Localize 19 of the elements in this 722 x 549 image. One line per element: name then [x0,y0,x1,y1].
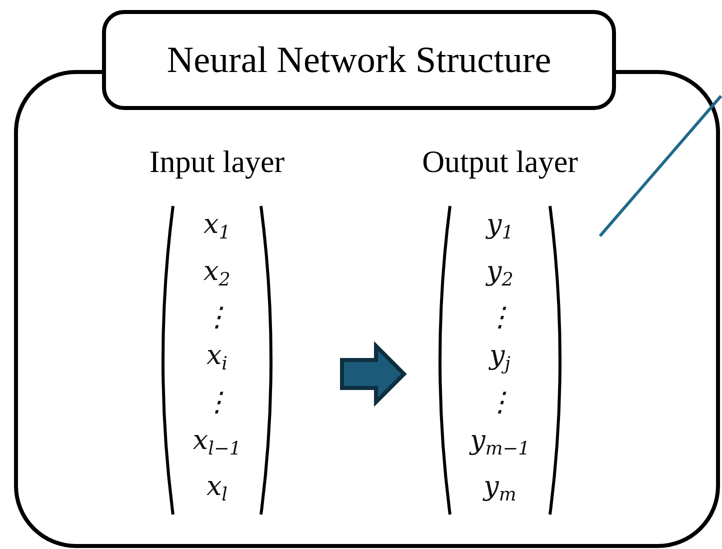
vector-entry: ⋮ [203,386,230,420]
layer-heading: Output layer [422,144,578,180]
block-arrow [340,341,407,407]
vector-entry: x$_{l}$ [206,470,228,508]
vector-entry: y$_{2}$ [486,254,514,292]
vector-entry: y$_{1}$ [486,208,514,246]
vector-entry: y$_{m}$ [484,470,516,508]
panel-title: Neural Network Structure [102,10,616,110]
vector-entry: y$_{j}$ [490,339,510,376]
vector-entry: ⋮ [486,301,514,335]
vector-entry: x$_{l−1}$ [192,424,242,461]
vector-entry: ⋮ [203,301,230,335]
vector-entry: x$_{1}$ [204,208,230,246]
layer-heading: Input layer [149,144,285,180]
vector-entry: y$_{m−1}$ [470,424,530,461]
vector-entry: x$_{i}$ [206,339,228,376]
vector-entry: ⋮ [486,386,514,420]
vector-entry: x$_{2}$ [204,254,230,292]
leader-line [598,95,722,237]
